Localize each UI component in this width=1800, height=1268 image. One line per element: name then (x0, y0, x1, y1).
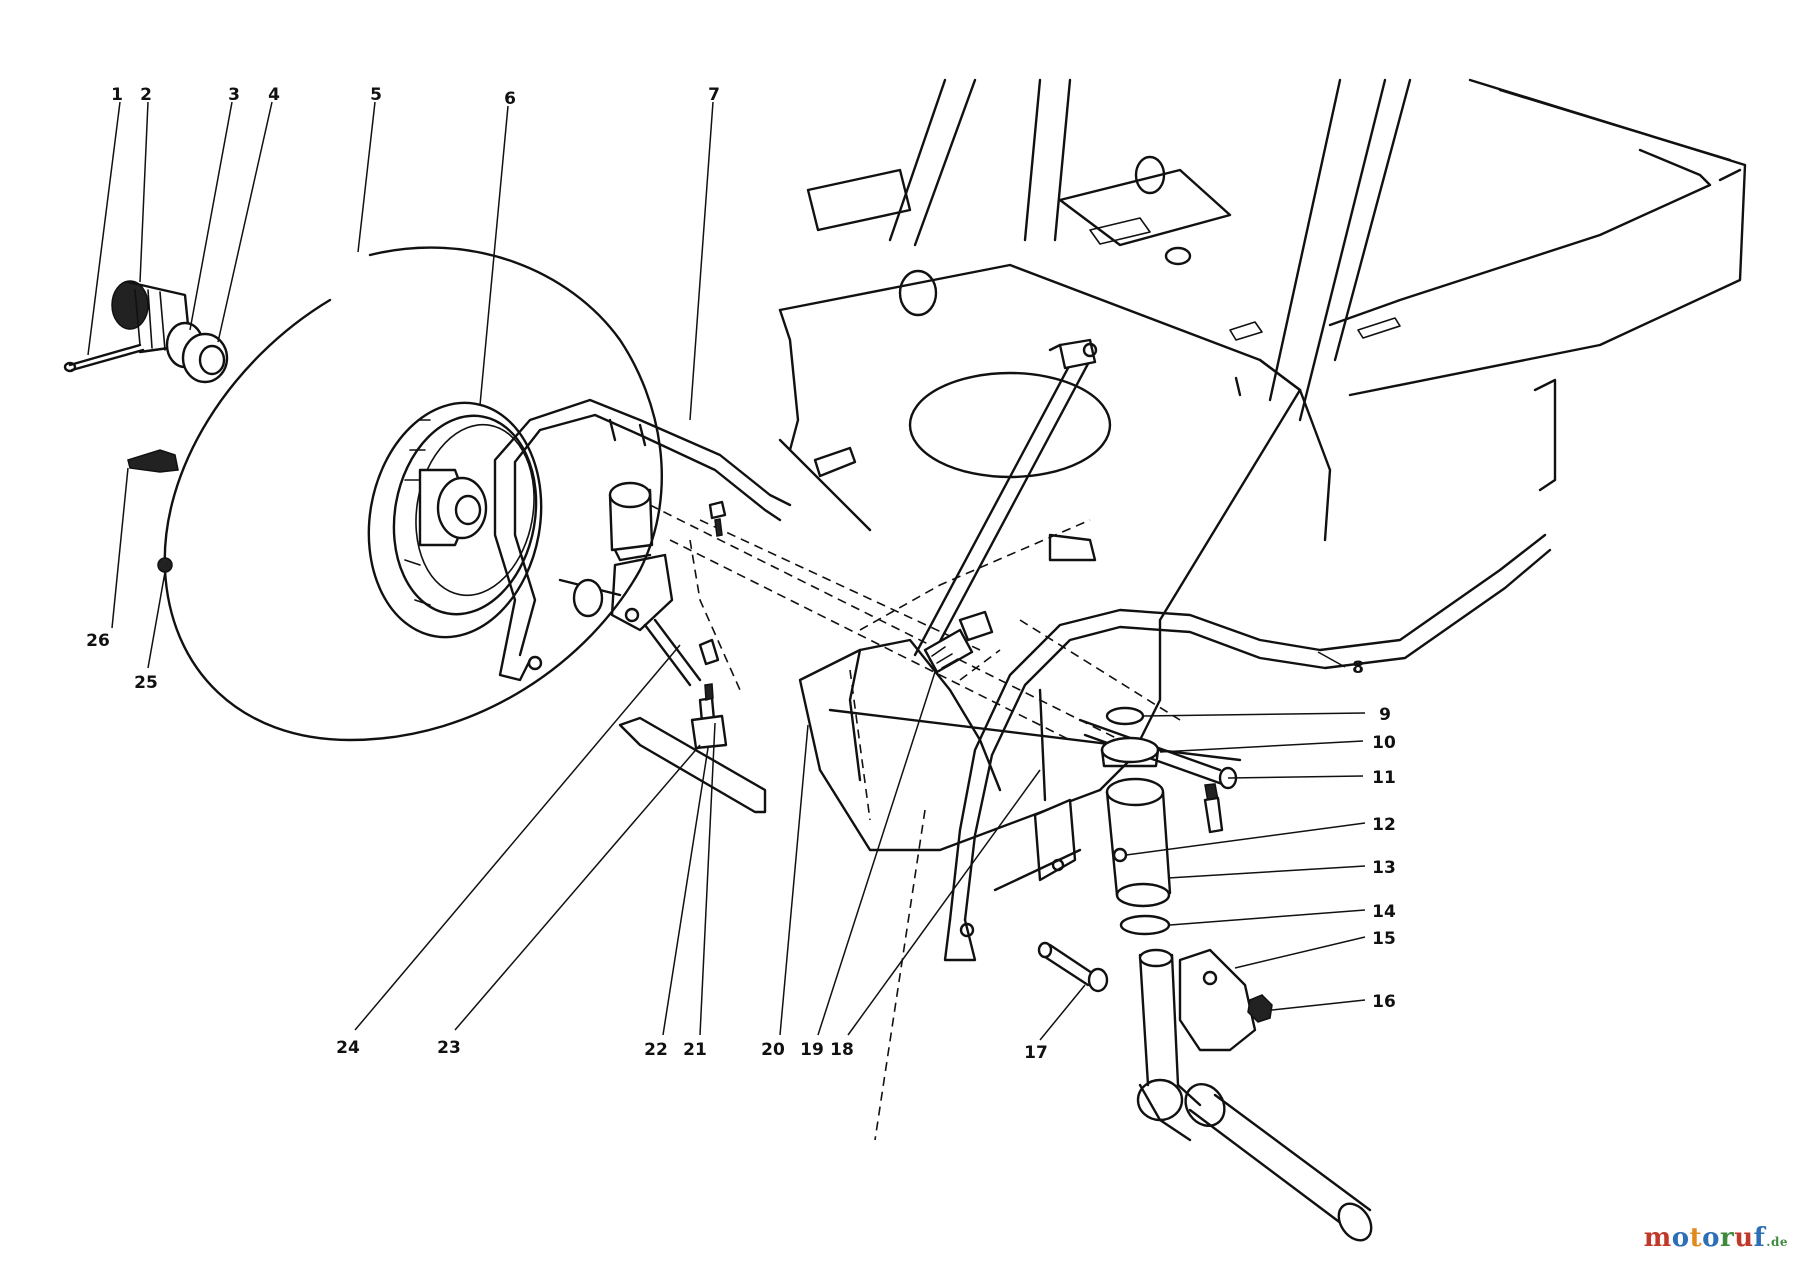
watermark-logo: motoruf.de (1644, 1223, 1788, 1253)
callout-9: 9 (1379, 705, 1391, 725)
watermark-suffix: .de (1766, 1235, 1788, 1249)
tie-rod-assembly (913, 338, 1098, 674)
callout-11: 11 (1372, 768, 1396, 788)
watermark-letter: m (1643, 1223, 1672, 1253)
assembly-lines (649, 504, 1181, 1141)
callout-2: 2 (140, 85, 152, 105)
callout-17: 17 (1024, 1043, 1048, 1063)
callout-20: 20 (761, 1040, 785, 1060)
hub-parts (63, 280, 229, 573)
callout-21: 21 (683, 1040, 707, 1060)
callout-13: 13 (1372, 858, 1396, 878)
callout-12: 12 (1372, 815, 1396, 835)
tractor-frame (618, 78, 1747, 852)
callout-24: 24 (336, 1038, 360, 1058)
right-spindle-parts (993, 706, 1373, 1242)
bearing-block-left (558, 481, 728, 750)
callout-14: 14 (1372, 902, 1396, 922)
callout-19: 19 (800, 1040, 824, 1060)
callout-6: 6 (504, 89, 516, 109)
callout-23: 23 (437, 1038, 461, 1058)
callout-1: 1 (111, 85, 123, 105)
watermark-letters: motoruf (1644, 1223, 1766, 1253)
callout-10: 10 (1372, 733, 1396, 753)
callout-8: 8 (1352, 658, 1364, 678)
watermark-letter: f (1753, 1223, 1766, 1253)
callout-18: 18 (830, 1040, 854, 1060)
callout-22: 22 (644, 1040, 668, 1060)
callout-4: 4 (268, 85, 280, 105)
leader-lines (87, 101, 1366, 1041)
callout-25: 25 (134, 673, 158, 693)
callout-7: 7 (708, 85, 720, 105)
callout-15: 15 (1372, 929, 1396, 949)
steering-bar-left (493, 398, 792, 682)
watermark-letter: r (1720, 1223, 1735, 1253)
watermark-letter: u (1734, 1223, 1754, 1253)
watermark-letter: o (1671, 1223, 1690, 1253)
callout-26: 26 (86, 631, 110, 651)
watermark-letter: o (1702, 1223, 1720, 1253)
front-wheel (163, 246, 663, 742)
callout-16: 16 (1372, 992, 1396, 1012)
callout-labels: 1 2 3 4 5 6 7 8 9 10 11 12 13 14 15 16 1… (86, 85, 1396, 1063)
watermark-letter: t (1689, 1223, 1703, 1253)
callout-5: 5 (370, 85, 382, 105)
callout-3: 3 (228, 85, 240, 105)
steering-bar-right (943, 533, 1552, 962)
